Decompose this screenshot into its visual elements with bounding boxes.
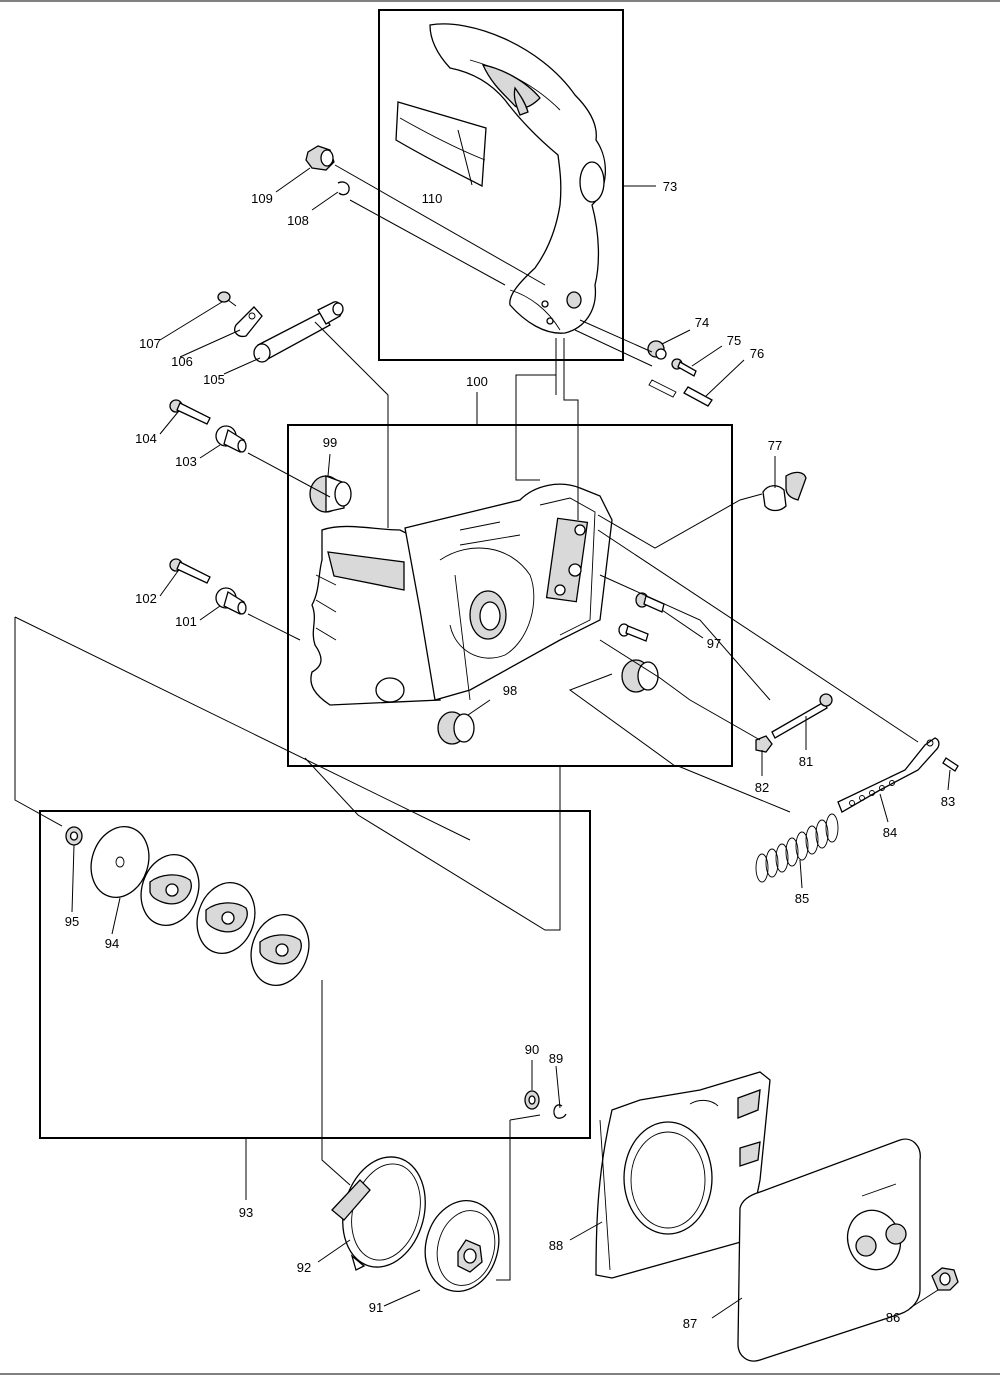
label-105: 105 (203, 372, 225, 387)
clutch-shoe-2-part (196, 882, 256, 954)
inner-cover-88-part (595, 1071, 771, 1279)
bracket-106-part (234, 306, 263, 338)
label-97: 97 (707, 636, 721, 651)
label-92: 92 (297, 1260, 311, 1275)
label-107: 107 (139, 336, 161, 351)
clutch-shoe-3-part (250, 914, 310, 986)
nut-74-part (647, 340, 667, 360)
collar-103-part (215, 425, 247, 453)
clip-108-part (337, 181, 350, 196)
shaft-105-part (253, 301, 344, 363)
clutch-shoe-1-part (140, 854, 200, 926)
crankcase-part (310, 483, 613, 706)
label-84: 84 (883, 825, 897, 840)
handle-part (429, 23, 607, 334)
label-106: 106 (171, 354, 193, 369)
label-81: 81 (799, 754, 813, 769)
bolt-102-part (169, 558, 211, 584)
spring-85-part (755, 813, 839, 883)
crankcase-assembly-box (287, 424, 733, 767)
handle-assembly-box (378, 9, 624, 361)
label-86: 86 (886, 1310, 900, 1325)
label-74: 74 (695, 315, 709, 330)
washer-95-part (65, 826, 83, 846)
tensioner-plate-84-part (837, 737, 940, 813)
damper-98b-part (621, 659, 659, 693)
bolt-81-part (771, 693, 833, 739)
label-109: 109 (251, 191, 273, 206)
screw-75-part (671, 358, 697, 377)
label-108: 108 (287, 213, 309, 228)
label-73: 73 (663, 179, 677, 194)
label-87: 87 (683, 1316, 697, 1331)
clutch-drum-band-92-part (331, 1156, 426, 1271)
part-number-labels: 73 74 75 76 77 81 82 83 84 85 86 87 88 8… (65, 179, 955, 1331)
leader-lines (71, 129, 951, 1319)
label-75: 75 (727, 333, 741, 348)
label-93: 93 (239, 1205, 253, 1220)
label-98: 98 (503, 683, 517, 698)
label-99: 99 (323, 435, 337, 450)
stud-97-part (618, 592, 665, 642)
label-110: 110 (422, 191, 443, 206)
label-103: 103 (175, 454, 197, 469)
bracket-77-part (762, 471, 807, 512)
label-85: 85 (795, 891, 809, 906)
label-94: 94 (105, 936, 119, 951)
damper-98a-part (437, 711, 475, 745)
label-88: 88 (549, 1238, 563, 1253)
label-90: 90 (525, 1042, 539, 1057)
damper-99-part (309, 475, 352, 513)
label-sticker-part (395, 101, 487, 188)
label-104: 104 (135, 431, 157, 446)
assembly-guide-lines (14, 164, 919, 1281)
label-82: 82 (755, 780, 769, 795)
nut-82-part (755, 735, 773, 753)
plate-94-part (90, 826, 150, 898)
bolt-104-part (169, 399, 211, 425)
collar-101-part (215, 587, 247, 615)
washer-90-part (524, 1090, 540, 1110)
pin-83-part (942, 757, 959, 772)
label-101: 101 (175, 614, 197, 629)
clip-89-part (553, 1104, 567, 1119)
screw-107-part (217, 291, 237, 307)
label-102: 102 (135, 591, 157, 606)
outer-cover-87-part (737, 1138, 921, 1362)
label-83: 83 (941, 794, 955, 809)
label-100: 100 (466, 374, 488, 389)
clutch-assembly-box (39, 810, 591, 1139)
nut-109-part (305, 145, 335, 171)
nut-86-part (931, 1267, 959, 1291)
label-76: 76 (750, 346, 764, 361)
sprocket-91-part (424, 1199, 500, 1293)
label-95: 95 (65, 914, 79, 929)
bolt-76-part (648, 379, 713, 407)
label-89: 89 (549, 1051, 563, 1066)
label-77: 77 (768, 438, 782, 453)
label-91: 91 (369, 1300, 383, 1315)
